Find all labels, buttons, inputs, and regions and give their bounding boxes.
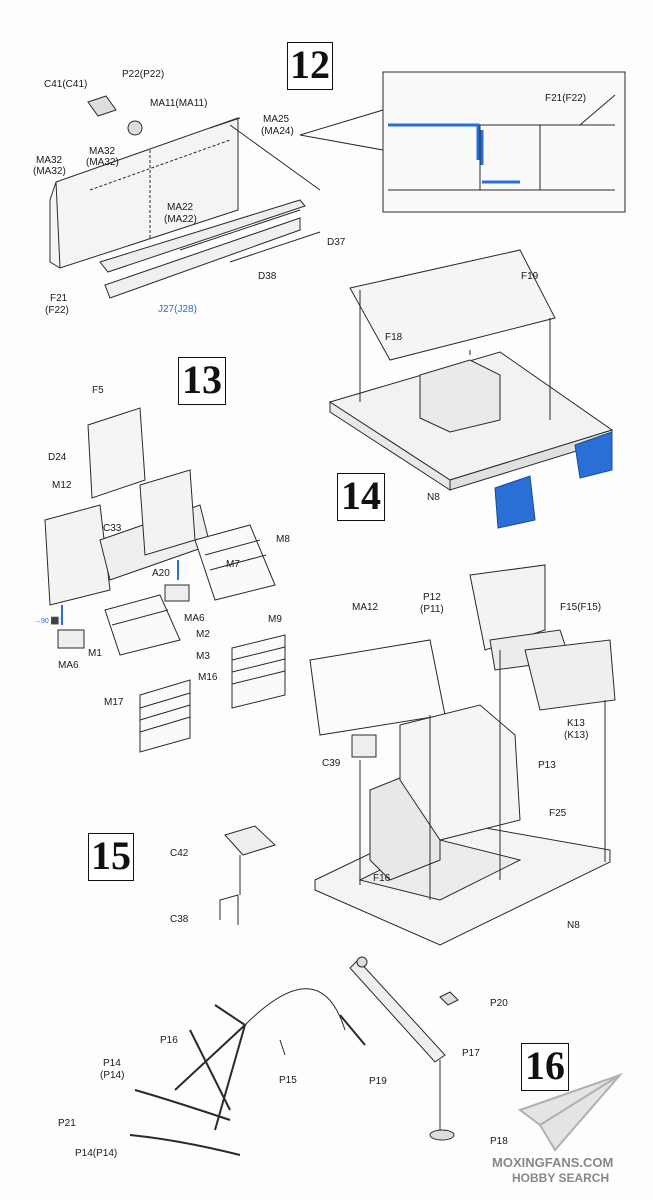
label-p11: (P11) — [420, 604, 444, 615]
step15-parts — [219, 564, 616, 946]
label-reference: →90 ⬛7 — [34, 618, 64, 625]
label-p18: P18 — [490, 1136, 508, 1147]
step-14-number: 14 — [337, 473, 385, 521]
label-c33: C33 — [103, 523, 122, 534]
label-m7: M7 — [226, 559, 240, 570]
label-k13: K13 — [567, 718, 585, 729]
label-p17: P17 — [462, 1048, 480, 1059]
label-p15: P15 — [279, 1075, 297, 1086]
label-f18: F18 — [385, 332, 403, 343]
step12-side-panel — [49, 95, 321, 299]
label-p14-paren: (P14) — [100, 1070, 125, 1081]
label-f19: F19 — [521, 271, 539, 282]
label-c41: C41(C41) — [44, 79, 88, 90]
label-p20: P20 — [490, 998, 508, 1009]
label-c42: C42 — [170, 848, 189, 859]
label-p14-bottom: P14(P14) — [75, 1148, 118, 1159]
label-f21: F21 — [50, 293, 68, 304]
label-ma25: MA25 — [263, 114, 290, 125]
label-m2: M2 — [196, 629, 210, 640]
watermark-line1: MOXINGFANS.COM — [492, 1155, 614, 1170]
watermark-logo — [517, 1072, 624, 1152]
label-p21: P21 — [58, 1118, 76, 1129]
label-m12: M12 — [52, 480, 72, 491]
step14-hull — [328, 249, 614, 529]
step-16-number: 16 — [521, 1043, 569, 1091]
label-ma6-left: MA6 — [58, 660, 79, 671]
label-j27: J27(J28) — [158, 304, 197, 315]
label-f15: F15(F15) — [560, 602, 602, 613]
label-f16: F16 — [373, 873, 391, 884]
label-m9: M9 — [268, 614, 282, 625]
label-ma32-mid-paren: (MA32) — [86, 157, 119, 168]
label-m16: M16 — [198, 672, 218, 683]
label-d24: D24 — [48, 452, 67, 463]
label-ma22-paren: (MA22) — [164, 214, 197, 225]
label-f5: F5 — [92, 385, 104, 396]
step13-parts — [44, 407, 286, 753]
label-m8: M8 — [276, 534, 290, 545]
label-c39: C39 — [322, 758, 341, 769]
label-ma32-left-paren: (MA32) — [33, 166, 66, 177]
label-ma32-left: MA32 — [36, 155, 63, 166]
step12-inset — [299, 71, 626, 213]
label-p12: P12 — [423, 592, 441, 603]
label-p14: P14 — [103, 1058, 121, 1069]
label-f25: F25 — [549, 808, 567, 819]
step16-parts — [129, 956, 459, 1156]
watermark-line2: HOBBY SEARCH — [512, 1171, 610, 1185]
label-k13-paren: (K13) — [564, 730, 589, 741]
step-12-number: 12 — [287, 42, 333, 90]
label-d37: D37 — [327, 237, 346, 248]
label-ma12: MA12 — [352, 602, 379, 613]
label-m3: M3 — [196, 651, 210, 662]
step-15-number: 15 — [88, 833, 134, 881]
label-m17: M17 — [104, 697, 124, 708]
label-d38: D38 — [258, 271, 277, 282]
label-a20: A20 — [152, 568, 170, 579]
label-p19: P19 — [369, 1076, 387, 1087]
label-ma32-mid: MA32 — [89, 146, 116, 157]
label-f21-paren: (F22) — [45, 305, 69, 316]
label-p22: P22(P22) — [122, 69, 165, 80]
label-ma24: (MA24) — [261, 126, 294, 137]
label-ma22: MA22 — [167, 202, 194, 213]
label-inset-f21: F21(F22) — [545, 93, 587, 104]
label-n8-step15: N8 — [567, 920, 580, 931]
label-c38: C38 — [170, 914, 189, 925]
label-m1: M1 — [88, 648, 102, 659]
label-p16: P16 — [160, 1035, 178, 1046]
label-p13: P13 — [538, 760, 556, 771]
label-ma6-right: MA6 — [184, 613, 205, 624]
label-n8-step14: N8 — [427, 492, 440, 503]
label-ma11: MA11(MA11) — [150, 98, 208, 109]
step-13-number: 13 — [178, 357, 226, 405]
